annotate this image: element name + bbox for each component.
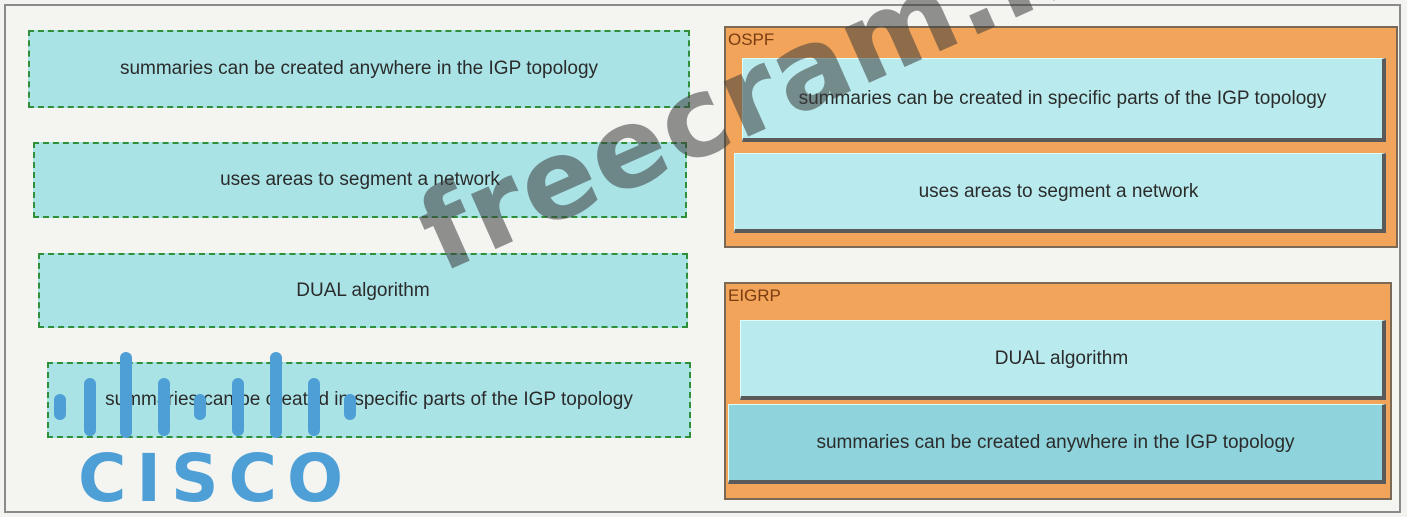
placed-label: DUAL algorithm [994,347,1129,369]
ospf-item-uses-areas[interactable]: uses areas to segment a network [734,153,1386,233]
option-uses-areas[interactable]: uses areas to segment a network [33,142,687,218]
option-label: uses areas to segment a network [220,169,500,190]
placed-label: summaries can be created anywhere in the… [816,431,1295,453]
eigrp-title: EIGRP [728,286,781,305]
eigrp-item-dual-algorithm[interactable]: DUAL algorithm [740,320,1386,400]
placed-label: summaries can be created in specific par… [798,87,1327,109]
option-label: summaries can be created anywhere in the… [119,58,599,79]
option-label: DUAL algorithm [296,279,430,301]
cisco-bridge-icon [54,352,356,438]
ospf-item-summaries-specific[interactable]: summaries can be created in specific par… [742,58,1386,142]
option-summaries-anywhere[interactable]: summaries can be created anywhere in the… [28,30,690,108]
ospf-title: OSPF [728,30,775,49]
option-dual-algorithm[interactable]: DUAL algorithm [38,253,688,328]
placed-label: uses areas to segment a network [918,180,1199,202]
eigrp-item-summaries-anywhere[interactable]: summaries can be created anywhere in the… [728,404,1386,484]
cisco-logo-text: CISCO [78,440,354,517]
